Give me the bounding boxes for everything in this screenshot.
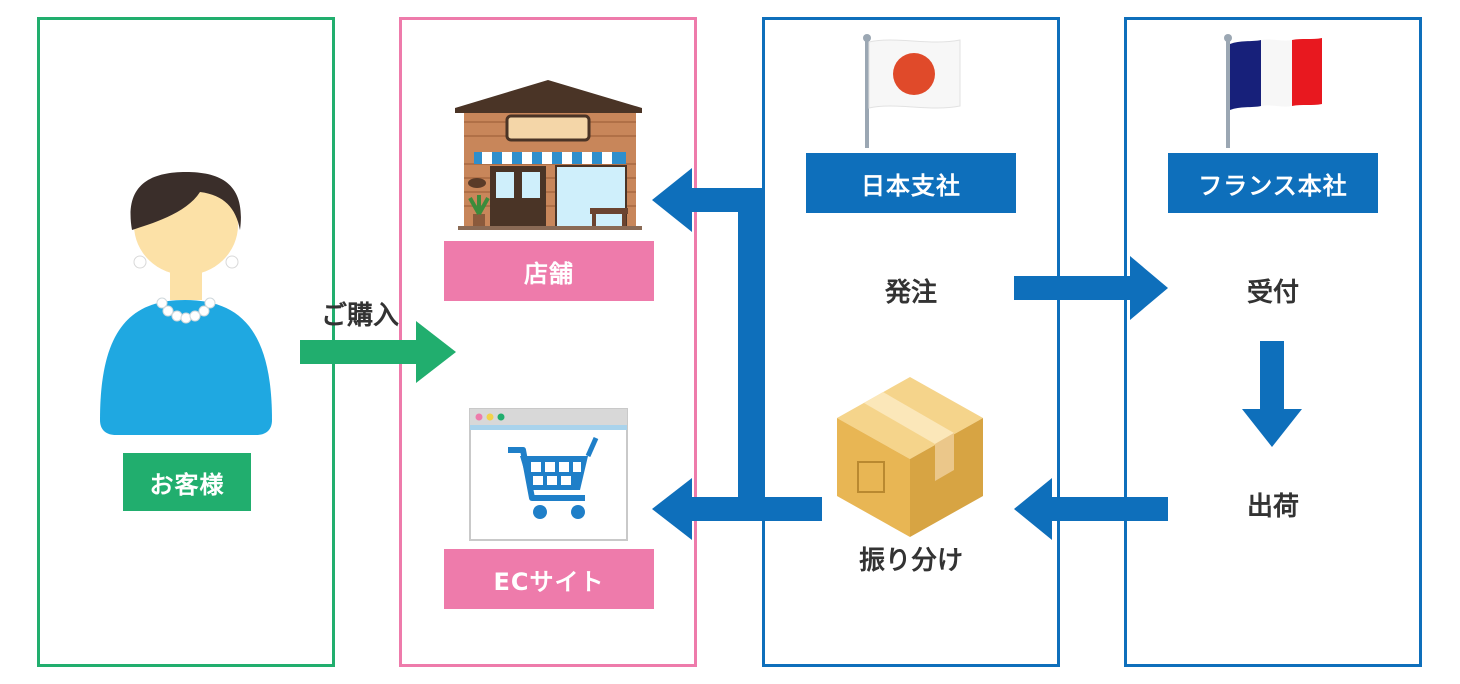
store-label: 店舗 bbox=[444, 241, 654, 301]
purchase-label: ご購入 bbox=[320, 301, 399, 331]
box-icon bbox=[837, 377, 983, 537]
france-hq-label: フランス本社 bbox=[1168, 153, 1378, 213]
ec-site-label: ECサイト bbox=[444, 549, 654, 609]
order-text: 発注 bbox=[884, 278, 937, 308]
person-icon bbox=[100, 172, 272, 435]
japan-flag-icon bbox=[863, 34, 961, 148]
distribution-arrows bbox=[652, 168, 822, 540]
order-arrow bbox=[1014, 256, 1168, 320]
process-down-arrow bbox=[1242, 341, 1302, 447]
france-column bbox=[1124, 17, 1422, 667]
japan-column bbox=[762, 17, 1060, 667]
customer-label: お客様 bbox=[123, 453, 251, 511]
shipment-arrow bbox=[1014, 478, 1168, 540]
japan-branch-label: 日本支社 bbox=[806, 153, 1016, 213]
receive-text: 受付 bbox=[1246, 278, 1299, 308]
ship-text: 出荷 bbox=[1246, 492, 1299, 522]
sorting-text: 振り分け bbox=[858, 546, 963, 576]
cart-browser-icon bbox=[469, 408, 628, 541]
store-icon bbox=[455, 80, 642, 230]
purchase-arrow bbox=[300, 321, 456, 383]
france-flag-icon bbox=[1224, 34, 1322, 148]
